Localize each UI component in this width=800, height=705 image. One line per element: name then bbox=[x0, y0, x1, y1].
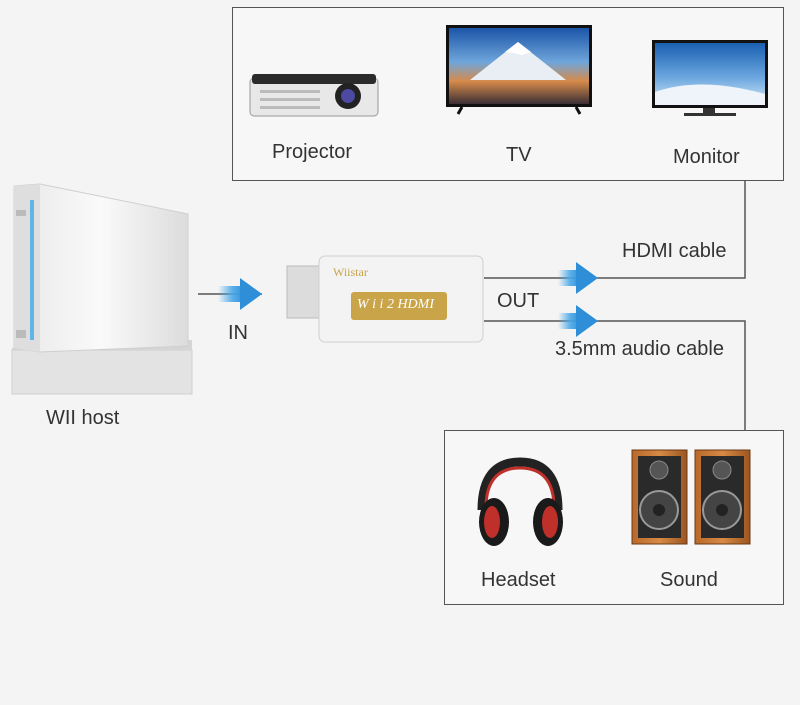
tv-label: TV bbox=[506, 144, 532, 167]
monitor-icon bbox=[652, 40, 768, 116]
wii-console-icon bbox=[12, 184, 192, 394]
headset-label: Headset bbox=[481, 569, 556, 592]
projector-icon bbox=[250, 74, 378, 116]
monitor-label: Monitor bbox=[673, 146, 740, 169]
speakers-icon bbox=[632, 450, 750, 544]
adapter-model: W i i 2 HDMI bbox=[357, 297, 434, 313]
hdmi-arrow-icon bbox=[558, 262, 598, 294]
tv-icon bbox=[446, 25, 592, 114]
output-label: OUT bbox=[497, 290, 539, 313]
audio-cable-label: 3.5mm audio cable bbox=[555, 338, 724, 361]
adapter-brand: Wiistar bbox=[333, 265, 368, 280]
headset-icon bbox=[479, 462, 563, 546]
audio-arrow-icon bbox=[558, 305, 598, 337]
hdmi-cable-line bbox=[484, 180, 745, 278]
input-label: IN bbox=[228, 322, 248, 345]
hdmi-cable-label: HDMI cable bbox=[622, 240, 726, 263]
wii-host-label: WII host bbox=[46, 407, 119, 430]
input-arrow-icon bbox=[218, 278, 262, 310]
sound-label: Sound bbox=[660, 569, 718, 592]
projector-label: Projector bbox=[272, 141, 352, 164]
